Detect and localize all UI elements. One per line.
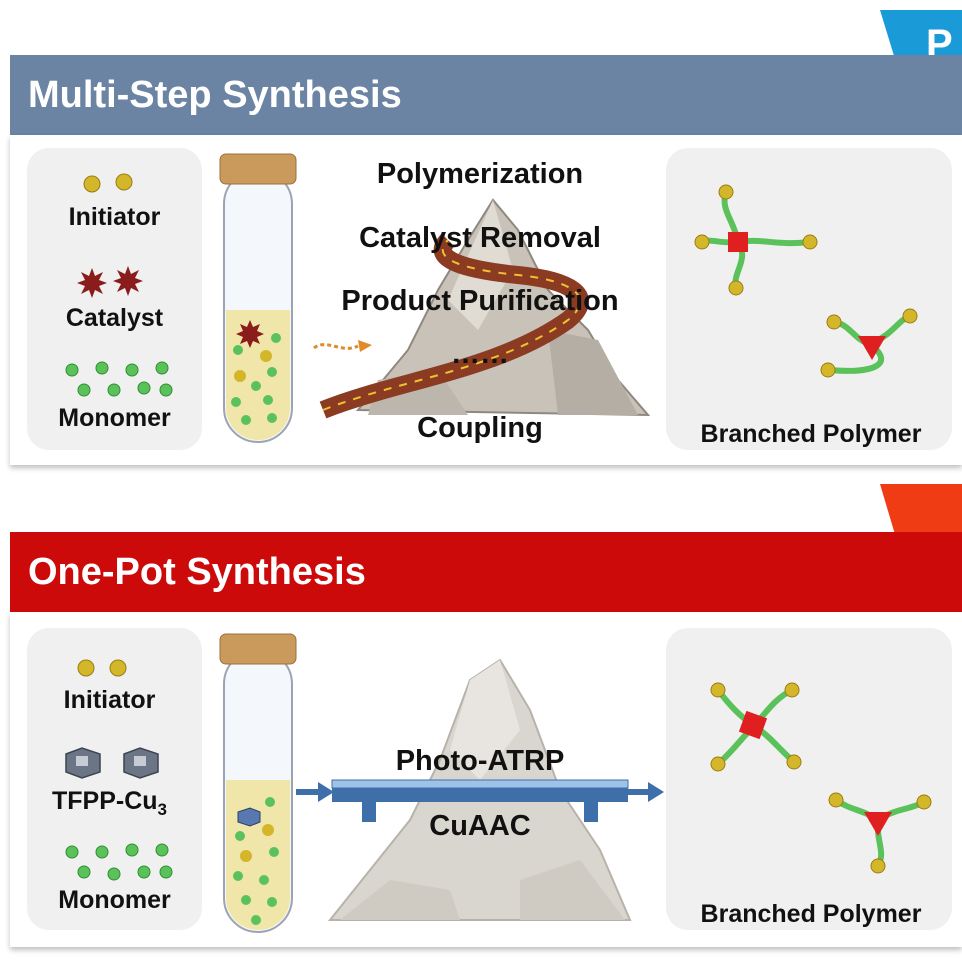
- product-box: [666, 628, 952, 930]
- step-photo-atrp: Photo-ATRP: [395, 745, 565, 777]
- banner-title: Multi-Step Synthesis: [28, 73, 402, 116]
- product-label: Branched Polymer: [700, 900, 922, 928]
- catalyst-subscript: 3: [157, 800, 167, 819]
- monomer-dot-icon: [65, 843, 173, 881]
- catalyst-star-icon: [77, 266, 143, 298]
- test-tube-icon: [219, 153, 297, 443]
- monomer-label: Monomer: [58, 886, 171, 914]
- multi-step-banner: Multi-Step Synthesis: [10, 55, 962, 135]
- one-pot-banner: One-Pot Synthesis: [10, 532, 962, 612]
- monomer-dot-icon: [65, 361, 173, 397]
- initiator-label: Initiator: [63, 686, 156, 714]
- cu-cage-icon: [65, 747, 159, 779]
- step-polymerization: Polymerization: [376, 158, 584, 190]
- mountain-icon: [319, 198, 651, 419]
- initiator-dot-icon: [77, 659, 127, 677]
- catalyst-label: Catalyst: [65, 304, 164, 332]
- bridge-icon: [331, 779, 629, 822]
- monomer-label: Monomer: [58, 404, 171, 432]
- catalyst-name: TFPP-Cu: [51, 787, 158, 815]
- step-product-purification: Product Purification: [341, 285, 619, 317]
- triarm-polymer-icon: [820, 308, 918, 378]
- product-label: Branched Polymer: [700, 420, 922, 448]
- step-cuaac: CuAAC: [429, 810, 531, 842]
- step-catalyst-removal: Catalyst Removal: [359, 222, 601, 254]
- reagents-box: [27, 148, 202, 450]
- initiator-dot-icon: [83, 173, 133, 193]
- step-coupling: Coupling: [417, 412, 543, 444]
- arrow-icon: [296, 782, 334, 802]
- banner-title: One-Pot Synthesis: [28, 550, 366, 593]
- triarm-polymer-icon: [828, 792, 932, 874]
- arrow-icon: [313, 340, 372, 352]
- test-tube-icon: [219, 633, 297, 933]
- step-ellipsis: ……: [451, 338, 509, 370]
- product-box: [666, 148, 952, 450]
- star-polymer-icon: [694, 184, 818, 296]
- star-polymer-icon: [710, 682, 802, 772]
- catalyst-label: TFPP-Cu3: [22, 787, 197, 820]
- arrow-icon: [626, 782, 664, 802]
- initiator-label: Initiator: [68, 203, 161, 231]
